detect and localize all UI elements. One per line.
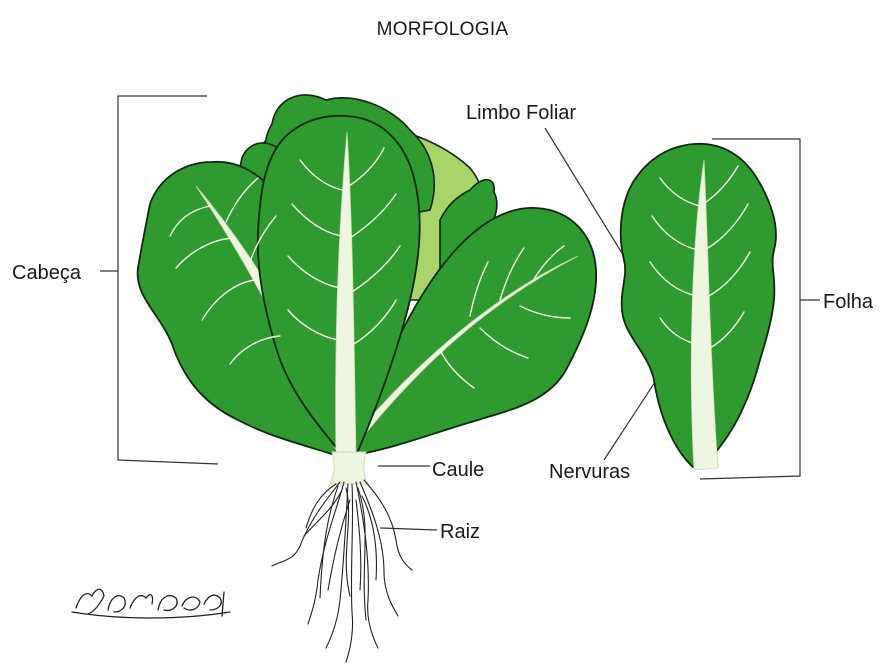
- label-raiz: Raiz: [440, 522, 480, 542]
- single-leaf: [621, 144, 776, 470]
- roots: [272, 480, 412, 662]
- label-limbo-foliar: Limbo Foliar: [466, 103, 576, 123]
- label-nervuras: Nervuras: [549, 462, 630, 482]
- label-caule: Caule: [432, 460, 484, 480]
- diagram-title: MORFOLOGIA: [0, 20, 885, 39]
- label-folha: Folha: [823, 292, 873, 312]
- label-cabeca: Cabeça: [12, 263, 81, 283]
- stem: [330, 452, 368, 484]
- raiz-leader: [380, 528, 437, 530]
- lettuce-head: [138, 95, 597, 484]
- artist-signature: [72, 589, 230, 618]
